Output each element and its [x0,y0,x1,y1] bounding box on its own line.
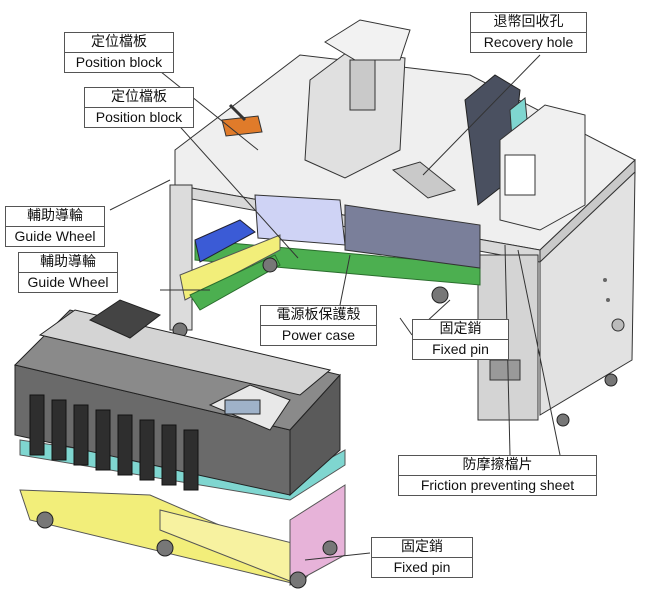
callout-zh: 電源板保護殼 [261,306,376,326]
caster-lower-2 [156,539,174,557]
caster-upper-3 [431,286,449,304]
control-box [499,104,586,231]
left-leg [169,184,193,331]
caster-lower-1 [36,511,54,529]
callout-en: Fixed pin [393,559,451,575]
callout-fixed-pin-1: 固定銷 Fixed pin [412,319,509,360]
callout-en: Position block [75,54,163,70]
display-screen [224,399,261,415]
callout-position-block-1: 定位檔板 Position block [64,32,174,73]
callout-zh: 定位檔板 [85,88,193,108]
callout-zh: 固定銷 [372,538,472,558]
coin-tube [139,419,155,481]
callout-position-block-2: 定位檔板 Position block [84,87,194,128]
callout-zh: 定位檔板 [65,33,173,53]
blue-rail [194,219,256,263]
callout-zh: 輔助導輪 [6,207,104,227]
sorter-hopper [88,299,162,339]
callout-en: Guide Wheel [14,228,96,244]
right-cabinet [539,170,636,416]
front-panel-vent [489,359,521,381]
inner-box [254,194,346,246]
cabinet-knob [611,318,625,332]
callout-zh: 防摩擦檔片 [399,456,596,476]
callout-fixed-pin-2: 固定銷 Fixed pin [371,537,473,578]
leader-fixed-pin-2 [304,552,371,561]
coin-tube [95,409,111,471]
leader-friction-sheet-b [517,249,561,456]
callout-zh: 輔助導輪 [19,253,117,273]
caster-lower-4 [322,540,338,556]
sorter-lid [38,309,332,396]
callout-en: Friction preventing sheet [420,477,575,493]
callout-en: Guide Wheel [27,274,109,290]
coin-tube [161,424,177,486]
callout-en: Recovery hole [483,34,574,50]
coin-tube [51,399,67,461]
callout-guide-wheel-1: 輔助導輪 Guide Wheel [5,206,105,247]
workbench-assembly [169,19,636,427]
callout-recovery-hole: 退幣回收孔 Recovery hole [470,12,587,53]
callout-power-case: 電源板保護殼 Power case [260,305,377,346]
leader-power-case [339,254,351,306]
coin-sorter-assembly [14,299,346,589]
callout-en: Power case [281,327,356,343]
cabinet-screw-2 [606,298,610,302]
crank-plate [221,115,263,137]
cabinet-screw-1 [603,278,607,282]
hopper-inner [349,59,376,111]
left-base-green [189,254,281,311]
leader-recovery-hole [422,54,541,176]
callout-en: Position block [95,109,183,125]
control-window [504,154,536,196]
sorter-side-pink [289,484,346,586]
caster-upper-5 [604,373,618,387]
caster-lower-3 [289,571,307,589]
callout-zh: 退幣回收孔 [471,13,586,33]
caster-upper-4 [556,413,570,427]
coin-tube [73,404,89,466]
callout-zh: 固定銷 [413,320,508,340]
inner-cavity [344,204,481,269]
sorter-body-side [289,373,341,497]
coin-tubes [29,394,199,491]
coin-tube [117,414,133,476]
callout-friction-sheet: 防摩擦檔片 Friction preventing sheet [398,455,597,496]
callout-en: Fixed pin [432,341,489,357]
coin-tube [183,429,199,491]
leader-guide-wheel-1 [109,179,171,211]
callout-guide-wheel-2: 輔助導輪 Guide Wheel [18,252,118,293]
caster-upper-2 [262,257,278,273]
hopper-top [324,19,411,61]
leader-fixed-pin-1 [399,317,413,336]
left-base-plate [179,234,281,301]
coin-tube [29,394,45,456]
recovery-slot [391,161,457,199]
crank-handle [228,103,247,122]
leader-position-block-2 [164,109,299,259]
